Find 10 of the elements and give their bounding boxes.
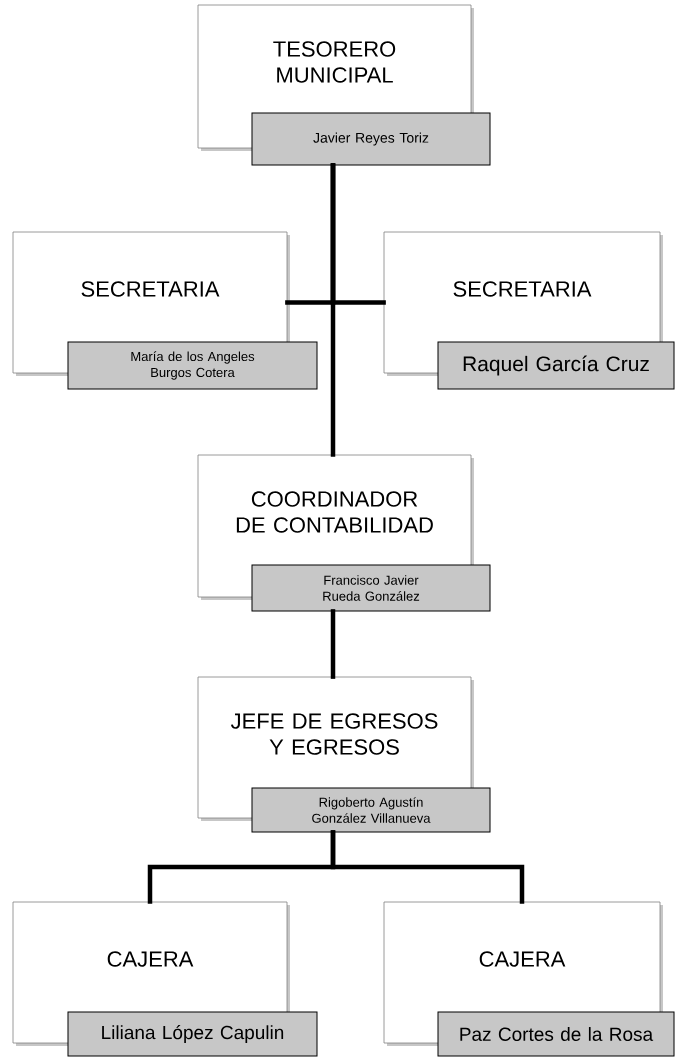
position-box: TESORERO MUNICIPAL Javier Reyes Toriz xyxy=(197,4,491,166)
position-box: SECRETARIA María de los Angeles Burgos Cotera xyxy=(12,231,318,390)
position-box: SECRETARIA Raquel García Cruz xyxy=(383,231,675,390)
connector-line xyxy=(330,163,336,457)
position-box: COORDINADOR DE CONTABILIDAD Francisco Javier Rueda González xyxy=(197,454,491,612)
position-box: CAJERA Liliana López Capulin xyxy=(12,901,318,1057)
position-box: JEFE DE EGRESOS Y EGRESOS Rigoberto Agustín González Villanueva xyxy=(197,676,491,833)
connector-line xyxy=(330,609,336,679)
connector-line xyxy=(330,830,525,904)
position-box: CAJERA Paz Cortes de la Rosa xyxy=(383,901,675,1057)
